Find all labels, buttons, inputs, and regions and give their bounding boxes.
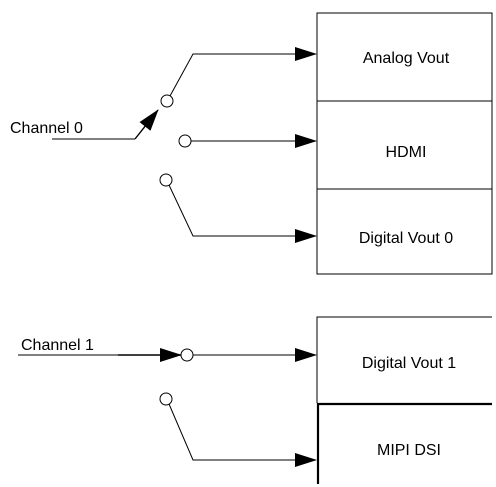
connection-to-digital-vout-0 [168, 184, 317, 243]
connection-to-mipi-dsi [168, 403, 317, 467]
connection-to-analog-vout [169, 47, 317, 97]
switch-channel-1: Channel 1 [18, 337, 317, 467]
output-label-hdmi: HDMI [386, 144, 427, 161]
output-box-digital-vout-0 [316, 188, 493, 275]
output-group-1: Digital Vout 1 MIPI DSI [316, 316, 492, 484]
output-label-analog-vout: Analog Vout [363, 50, 450, 67]
switch-channel-0: Channel 0 [10, 47, 317, 243]
output-label-digital-vout-1: Digital Vout 1 [362, 355, 456, 372]
switch-contact-analog-vout [160, 94, 174, 108]
channel-label-0: Channel 0 [10, 120, 83, 137]
output-label-mipi-dsi: MIPI DSI [377, 442, 441, 459]
switch-contact-mipi-dsi [159, 392, 173, 406]
output-label-digital-vout-0: Digital Vout 0 [359, 230, 453, 247]
switch-contact-digital-vout-0 [159, 173, 173, 187]
channel-0-switch-arm [134, 109, 159, 140]
switch-contact-hdmi [178, 134, 192, 148]
output-group-0: Analog Vout HDMI Digital Vout 0 [316, 12, 493, 275]
output-box-digital-vout-1 [316, 316, 492, 403]
switch-contact-digital-vout-1 [180, 348, 194, 362]
output-box-mipi-dsi [316, 402, 492, 484]
channel-label-1: Channel 1 [21, 337, 94, 354]
